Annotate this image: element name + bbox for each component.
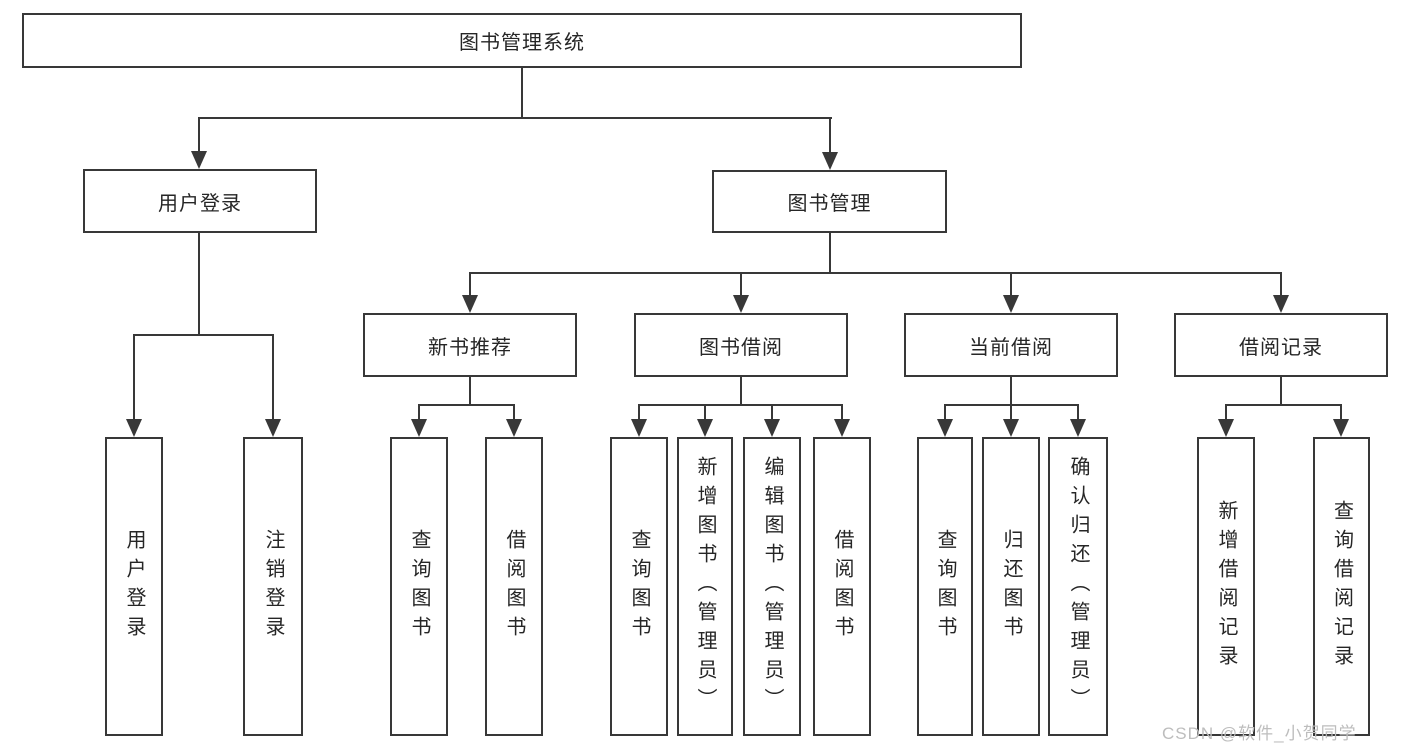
connector-book-management-stem: [829, 233, 831, 274]
connector-records-stem: [1280, 377, 1282, 406]
leaf-borrow-query-books: 查询图书: [610, 437, 668, 736]
connector-to-borrow-records: [1280, 272, 1282, 295]
leaf-recommend-query-books-label: 查询图书: [408, 528, 430, 645]
connector-to-new-book-recommend: [469, 272, 471, 295]
connector-to-book-borrow: [740, 272, 742, 295]
node-book-management-label: 图书管理: [787, 193, 872, 215]
arrowhead-add-books: [697, 419, 713, 437]
leaf-add-borrow-record: 新增借阅记录: [1197, 437, 1255, 736]
connector-to-leaf-logout: [272, 334, 274, 419]
arrowhead-new-book-recommend: [462, 295, 478, 313]
connector-level3-bar: [469, 272, 1282, 274]
connector-recommend-bar: [418, 404, 515, 406]
node-current-borrow: 当前借阅: [904, 313, 1118, 377]
leaf-add-books-admin-label: 新增图书（管理员）: [694, 456, 716, 717]
arrowhead-leaf-logout: [265, 419, 281, 437]
leaf-return-books-label: 归还图书: [1000, 528, 1022, 645]
node-root-label: 图书管理系统: [459, 32, 585, 54]
node-user-login: 用户登录: [83, 169, 317, 233]
arrowhead-book-borrow: [733, 295, 749, 313]
node-new-book-recommend: 新书推荐: [363, 313, 577, 377]
arrowhead-add-record: [1218, 419, 1234, 437]
leaf-query-borrow-record-label: 查询借阅记录: [1330, 499, 1353, 674]
node-user-login-label: 用户登录: [158, 192, 242, 215]
connector-to-add-books: [704, 404, 706, 419]
arrowhead-leaf-user-login: [126, 419, 142, 437]
connector-to-user-login: [198, 117, 200, 151]
connector-root-stem: [521, 68, 523, 118]
connector-borrow-stem: [740, 377, 742, 406]
connector-to-edit-books: [771, 404, 773, 419]
connector-to-book-management: [829, 117, 831, 152]
arrowhead-edit-books: [764, 419, 780, 437]
leaf-query-borrow-record: 查询借阅记录: [1313, 437, 1370, 736]
connector-to-confirm-return: [1077, 404, 1079, 419]
node-book-management: 图书管理: [712, 170, 947, 233]
arrowhead-current-query: [937, 419, 953, 437]
arrowhead-confirm-return: [1070, 419, 1086, 437]
arrowhead-user-login: [191, 151, 207, 169]
connector-user-login-stem: [198, 233, 200, 336]
leaf-borrow-books-label: 借阅图书: [831, 528, 853, 645]
node-borrow-records: 借阅记录: [1174, 313, 1388, 377]
arrowhead-current-borrow: [1003, 295, 1019, 313]
connector-to-recommend-borrow: [513, 404, 515, 419]
arrowhead-borrow-records: [1273, 295, 1289, 313]
node-book-borrow: 图书借阅: [634, 313, 848, 377]
connector-to-current-borrow: [1010, 272, 1012, 295]
leaf-add-borrow-record-label: 新增借阅记录: [1215, 499, 1237, 674]
arrowhead-return-books: [1003, 419, 1019, 437]
node-new-book-recommend-label: 新书推荐: [428, 336, 512, 359]
connector-to-current-query: [944, 404, 946, 419]
leaf-add-books-admin: 新增图书（管理员）: [677, 437, 733, 736]
leaf-confirm-return-admin-label: 确认归还（管理员）: [1067, 456, 1089, 717]
leaf-current-query-books: 查询图书: [917, 437, 973, 736]
node-current-borrow-label: 当前借阅: [969, 336, 1053, 359]
csdn-watermark: CSDN @软件_小贺同学: [1162, 724, 1357, 743]
connector-to-add-record: [1225, 404, 1227, 419]
leaf-edit-books-admin-label: 编辑图书（管理员）: [761, 456, 783, 717]
arrowhead-recommend-borrow: [506, 419, 522, 437]
leaf-logout: 注销登录: [243, 437, 303, 736]
leaf-confirm-return-admin: 确认归还（管理员）: [1048, 437, 1108, 736]
leaf-edit-books-admin: 编辑图书（管理员）: [743, 437, 801, 736]
connector-to-borrow-books: [841, 404, 843, 419]
arrowhead-borrow-books: [834, 419, 850, 437]
node-root: 图书管理系统: [22, 13, 1022, 68]
connector-to-recommend-query: [418, 404, 420, 419]
connector-to-borrow-query: [638, 404, 640, 419]
connector-level1-bar: [198, 117, 832, 119]
arrowhead-query-record: [1333, 419, 1349, 437]
connector-borrow-bar: [638, 404, 843, 406]
leaf-user-login: 用户登录: [105, 437, 163, 736]
connector-records-bar: [1225, 404, 1342, 406]
leaf-recommend-query-books: 查询图书: [390, 437, 448, 736]
connector-recommend-stem: [469, 377, 471, 406]
leaf-recommend-borrow-books-label: 借阅图书: [503, 528, 525, 645]
arrowhead-recommend-query: [411, 419, 427, 437]
leaf-user-login-label: 用户登录: [123, 528, 145, 645]
connector-to-query-record: [1340, 404, 1342, 419]
arrowhead-book-management: [822, 152, 838, 170]
leaf-current-query-books-label: 查询图书: [934, 528, 956, 645]
leaf-borrow-books: 借阅图书: [813, 437, 871, 736]
node-borrow-records-label: 借阅记录: [1239, 336, 1323, 359]
leaf-recommend-borrow-books: 借阅图书: [485, 437, 543, 736]
leaf-borrow-query-books-label: 查询图书: [628, 528, 650, 645]
connector-current-stem: [1010, 377, 1012, 406]
connector-to-leaf-user-login: [133, 334, 135, 419]
connector-to-return-books: [1010, 404, 1012, 419]
leaf-logout-label: 注销登录: [262, 528, 284, 645]
arrowhead-borrow-query: [631, 419, 647, 437]
leaf-return-books: 归还图书: [982, 437, 1040, 736]
connector-user-login-bar: [133, 334, 274, 336]
node-book-borrow-label: 图书借阅: [699, 336, 783, 359]
